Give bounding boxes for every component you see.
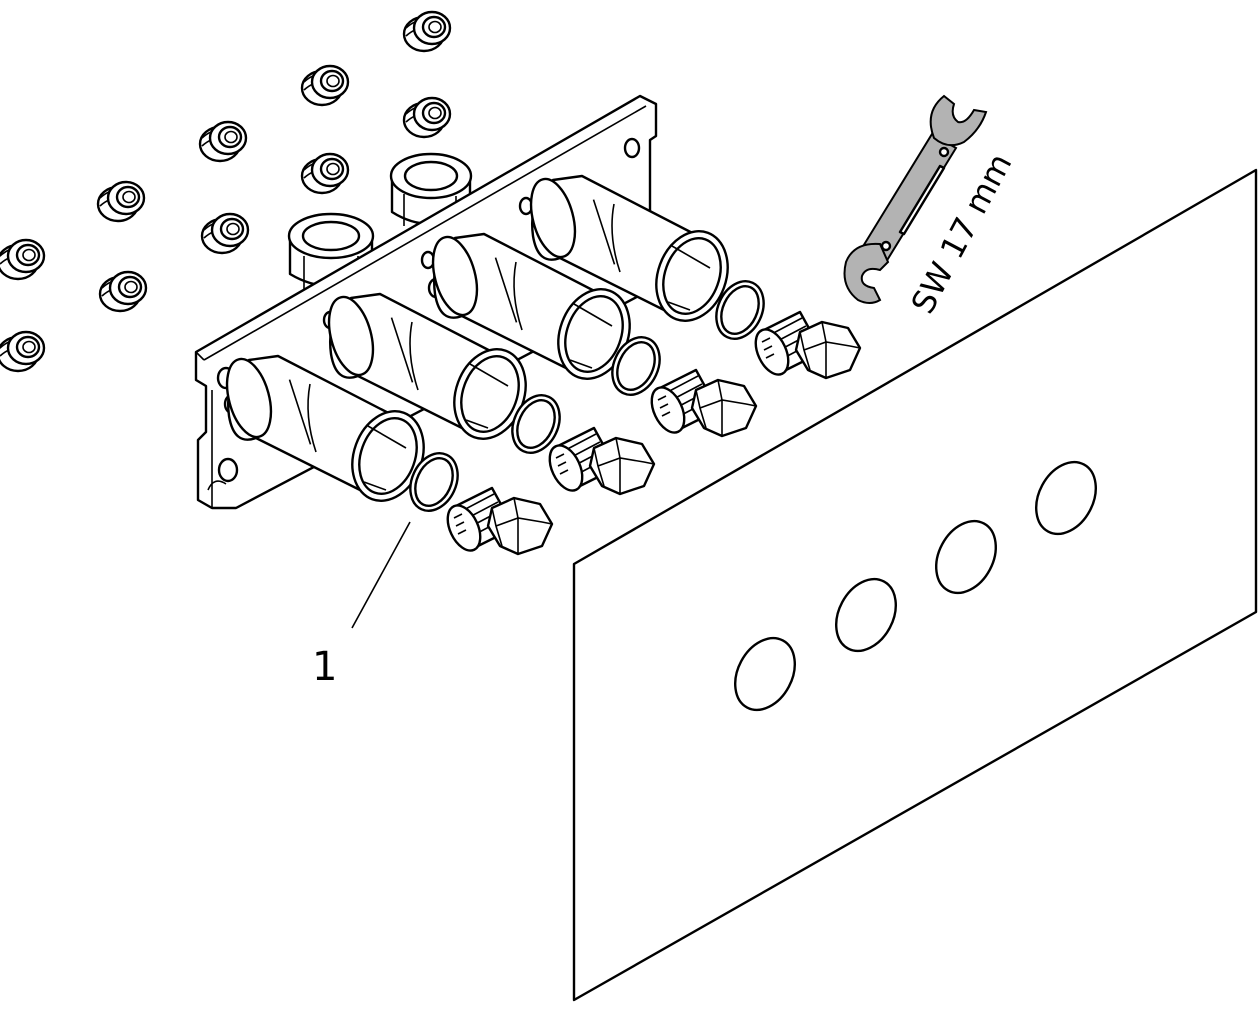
grommet-icon — [402, 10, 452, 53]
grommet-icon — [198, 120, 248, 163]
callout-number: 1 — [312, 644, 337, 690]
panel-hole — [835, 577, 897, 653]
grommet-icon — [200, 212, 250, 255]
sealing-plug-icon — [643, 368, 758, 439]
plate-hole — [217, 457, 239, 483]
plate-hole — [623, 137, 641, 159]
grommet-icon — [402, 96, 452, 139]
cover-panel — [572, 168, 1258, 1002]
sealing-plug-icon — [747, 310, 862, 381]
grommet-icon — [0, 330, 46, 373]
grommet-icon — [96, 180, 146, 223]
open-end-wrench-icon — [843, 94, 988, 304]
nut-fittings — [287, 152, 473, 290]
sealing-plug-icon — [439, 486, 554, 557]
sealing-plug-icon — [541, 426, 656, 497]
grommet-icon — [0, 238, 46, 281]
grommet-icon — [300, 152, 350, 195]
panel-hole — [734, 636, 796, 712]
grommet-icon — [98, 270, 148, 313]
panel-hole — [935, 519, 997, 595]
grommet-icon — [300, 64, 350, 107]
callout-leader-line — [351, 521, 411, 629]
panel-hole — [1035, 460, 1097, 536]
